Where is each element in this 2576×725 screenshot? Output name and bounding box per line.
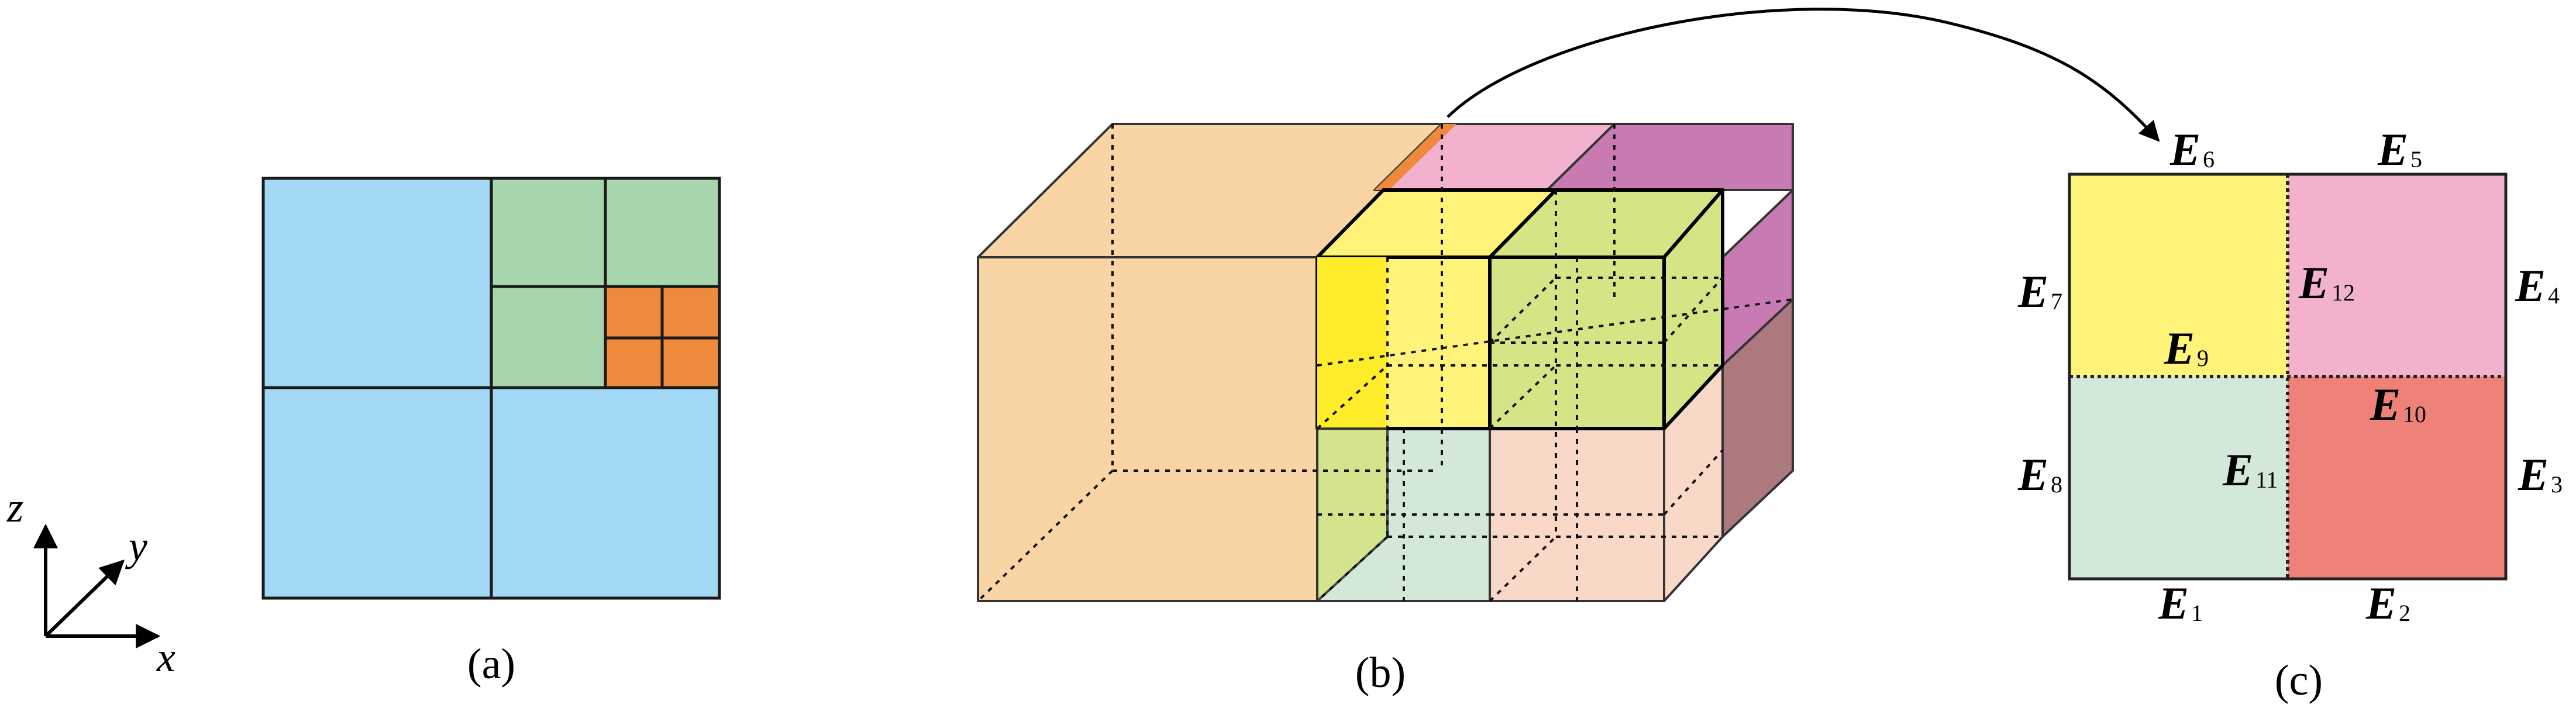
cell-green-b — [604, 177, 721, 288]
quadrant-red — [2288, 377, 2506, 579]
cell-orange-1 — [604, 285, 664, 340]
cell-blue-bottom-left — [261, 386, 493, 600]
cell-blue-top-left — [261, 177, 493, 389]
z-axis-label: z — [6, 484, 23, 531]
panel-c-face — [2068, 172, 2508, 581]
x-axis-label: x — [156, 634, 175, 681]
quadrant-yellow — [2069, 174, 2288, 377]
caption-a: (a) — [467, 640, 515, 688]
y-axis-line — [44, 560, 125, 638]
panel-b-octree — [977, 123, 1794, 602]
big-cube-front — [977, 256, 1318, 602]
cell-blue-bottom-right — [490, 386, 721, 600]
panel-a-quadtree — [261, 177, 721, 600]
quadrant-pink — [2288, 174, 2506, 377]
cell-orange-2 — [660, 285, 721, 340]
hidden-edges — [977, 124, 1793, 602]
quadrant-mint — [2069, 377, 2288, 579]
axis-indicator — [33, 523, 161, 648]
cell-green-a — [490, 177, 607, 288]
y-axis-label: y — [125, 523, 147, 569]
yellow-cube-front-highlight — [1317, 257, 1387, 429]
cell-orange-3 — [604, 336, 664, 389]
cell-orange-4 — [660, 336, 721, 389]
pointer-arrow — [1447, 8, 2160, 142]
orange-corner — [1375, 124, 1456, 190]
caption-b: (b) — [1355, 649, 1406, 697]
cell-green-c — [490, 285, 607, 389]
caption-c: (c) — [2275, 657, 2323, 705]
